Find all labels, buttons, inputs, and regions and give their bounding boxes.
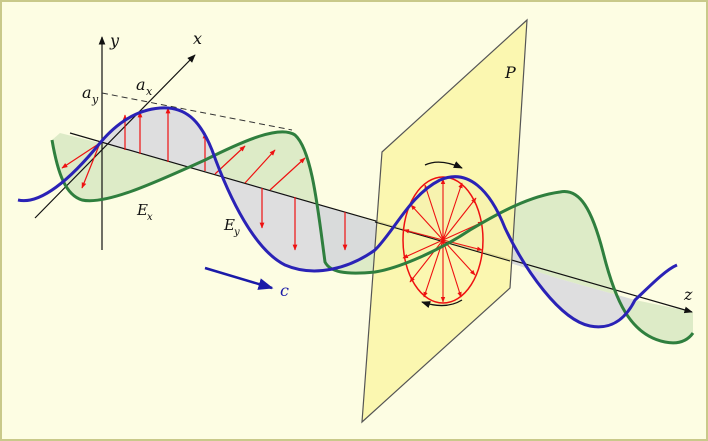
label-field-x: E	[136, 201, 148, 219]
vector-arrow	[403, 229, 444, 241]
rotation-arrow-bottom	[421, 299, 463, 309]
label-amp-y-sub: y	[91, 93, 99, 106]
x-axis	[34, 54, 196, 219]
vector-arrow	[424, 184, 444, 241]
speed-arrow	[204, 266, 274, 290]
vector-arrow	[402, 239, 444, 259]
label-field-y-sub: y	[233, 227, 240, 238]
vector-arrow	[442, 239, 476, 276]
label-amp-x-sub: x	[146, 85, 153, 98]
label-y-axis: y	[109, 31, 120, 50]
label-field-y: E	[223, 216, 235, 234]
label-plane: P	[504, 63, 516, 82]
ellipse-vectors	[402, 178, 484, 303]
field-vectors	[61, 107, 348, 251]
vector-arrow	[269, 157, 306, 191]
label-x-axis: x	[193, 29, 202, 48]
vector-arrow	[61, 142, 101, 169]
vector-arrow	[81, 142, 101, 189]
plane-p	[361, 18, 528, 424]
wave-ey	[17, 106, 678, 329]
vector-arrow	[442, 239, 462, 298]
vector-arrow	[442, 182, 463, 241]
label-z-axis: z	[683, 285, 693, 304]
label-amp-y: a	[82, 83, 92, 102]
vector-arrow	[423, 239, 444, 298]
vector-arrow	[244, 149, 276, 184]
label-speed: c	[280, 281, 289, 300]
wave-ex	[50, 130, 695, 345]
vector-arrow	[442, 197, 477, 241]
label-field-x-sub: x	[147, 212, 153, 223]
vector-arrow	[410, 204, 444, 241]
rotation-arrow-top	[424, 161, 463, 169]
vector-arrow	[409, 239, 444, 283]
polarization-ellipse	[402, 176, 484, 304]
label-amp-x: a	[136, 75, 146, 94]
amplitude-dashed-line	[101, 92, 293, 131]
ey-ribbon-fill	[100, 107, 635, 327]
